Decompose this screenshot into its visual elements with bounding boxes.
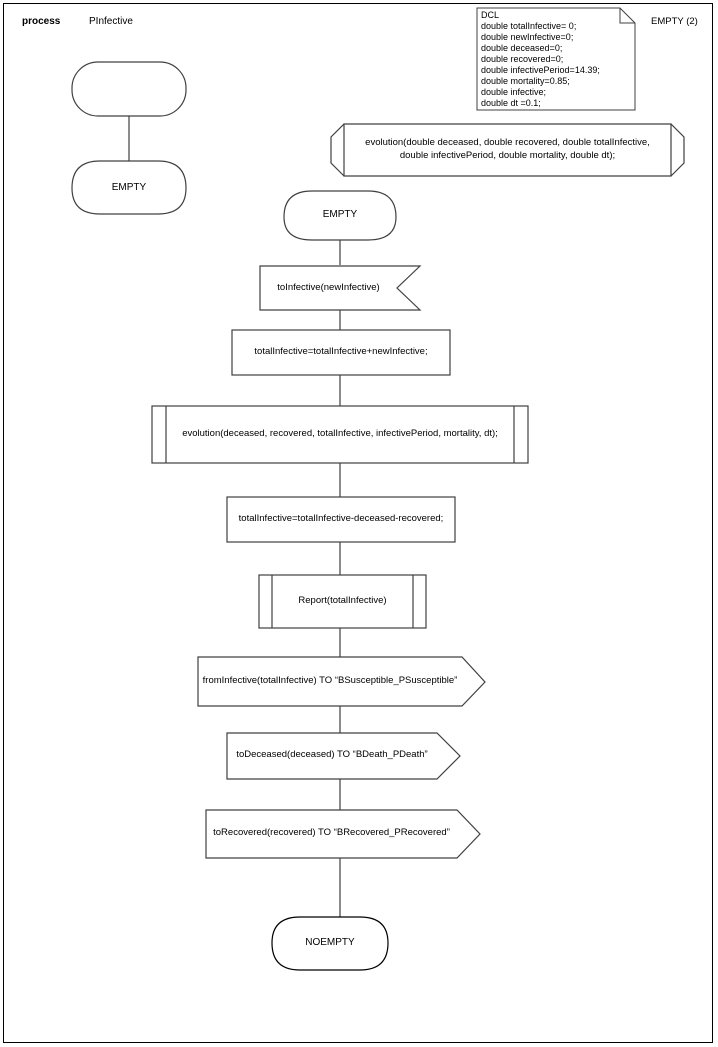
procedure-declaration-line2: double infectivePeriod, double mortality… xyxy=(399,150,616,161)
output-symbol-frominfective[interactable] xyxy=(197,656,486,707)
process-keyword: process xyxy=(22,16,61,27)
input-label-toinfective: toInfective(newInfective) xyxy=(277,282,380,293)
state-label-empty-left: EMPTY xyxy=(111,182,147,193)
dcl-note-fold xyxy=(619,8,635,24)
procedure-declaration-right-bracket xyxy=(670,123,685,177)
task-symbol-1[interactable] xyxy=(231,329,451,376)
procedure-call-label-1: evolution(deceased, recovered, totalInfe… xyxy=(182,428,498,439)
state-symbol-empty[interactable] xyxy=(283,190,397,241)
dcl-line-1: double newInfective=0; xyxy=(481,32,574,42)
process-name: PInfective xyxy=(89,16,133,27)
dcl-line-4: double infectivePeriod=14.39; xyxy=(481,65,600,75)
state-symbol-empty-left[interactable] xyxy=(71,160,187,215)
output-symbol-todeceased[interactable] xyxy=(226,732,461,780)
task-label-1: totalInfective=totalInfective+newInfecti… xyxy=(254,346,428,357)
dcl-line-0: double totalInfective= 0; xyxy=(481,21,577,31)
output-symbol-torecovered[interactable] xyxy=(205,809,481,859)
state-symbol-noempty[interactable] xyxy=(271,916,389,971)
output-label-frominfective: fromInfective(totalInfective) TO “BSusce… xyxy=(202,675,458,686)
page-frame xyxy=(3,3,713,1043)
dcl-line-2: double deceased=0; xyxy=(481,43,563,53)
procedure-declaration-left-bracket xyxy=(330,123,345,177)
dcl-title: DCL xyxy=(481,10,500,20)
task-symbol-2[interactable] xyxy=(226,496,456,543)
dcl-line-6: double infective; xyxy=(481,87,547,97)
state-label-empty: EMPTY xyxy=(322,209,358,220)
dcl-line-7: double dt =0.1; xyxy=(481,98,541,108)
dcl-line-5: double mortality=0.85; xyxy=(481,76,570,86)
dcl-note-body[interactable] xyxy=(476,7,636,111)
output-label-todeceased: toDeceased(deceased) TO “BDeath_PDeath” xyxy=(236,749,428,760)
page-reference-label: EMPTY (2) xyxy=(651,16,698,27)
dcl-line-3: double recovered=0; xyxy=(481,54,564,64)
task-label-2: totalInfective=totalInfective-deceased-r… xyxy=(238,513,444,524)
start-symbol[interactable] xyxy=(71,61,187,117)
procedure-call-symbol-1[interactable] xyxy=(151,405,529,464)
output-label-torecovered: toRecovered(recovered) TO “BRecovered_PR… xyxy=(213,827,450,838)
state-label-noempty: NOEMPTY xyxy=(305,937,355,948)
input-symbol-toinfective[interactable] xyxy=(259,265,422,311)
procedure-call-symbol-2[interactable] xyxy=(258,574,427,629)
procedure-call-label-2: Report(totalInfective) xyxy=(298,595,387,606)
procedure-declaration-line1: evolution(double deceased, double recove… xyxy=(365,137,650,148)
